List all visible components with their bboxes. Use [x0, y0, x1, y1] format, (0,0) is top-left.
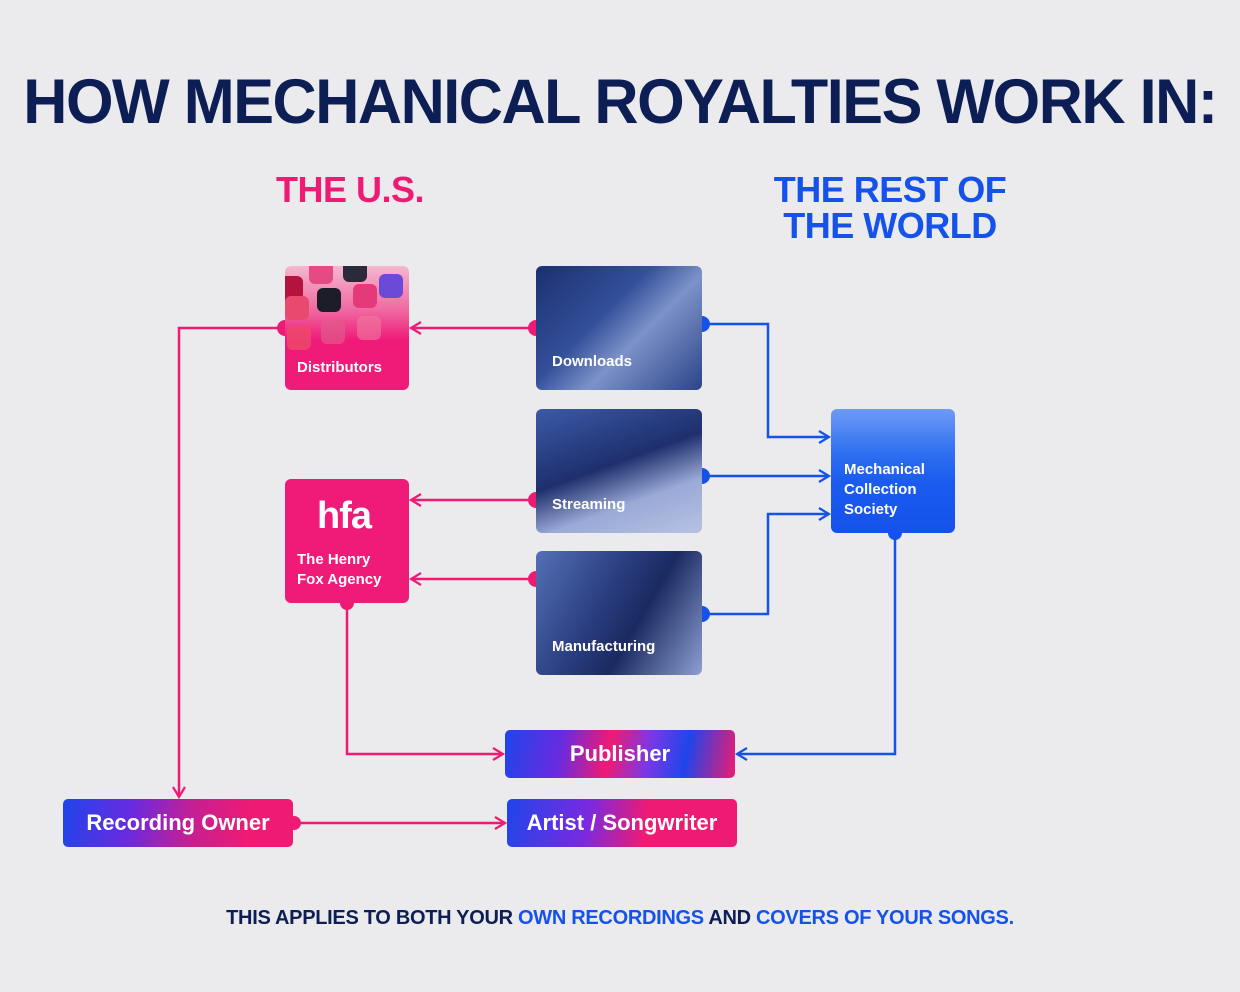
manufacturing-node: Manufacturing: [536, 551, 702, 675]
artist-songwriter-node: Artist / Songwriter: [507, 799, 737, 847]
youtube-icon: [287, 326, 311, 350]
mcs-label: Mechanical Collection Society: [844, 460, 925, 520]
streaming-label: Streaming: [552, 496, 626, 513]
hfa-to-publisher-line: [345, 603, 506, 761]
distributors-to-recording-owner-line: [172, 326, 285, 800]
app-tile-icon: [379, 274, 403, 298]
app-tile-icon: [285, 296, 309, 320]
tiktok-icon: [317, 288, 341, 312]
hfa-label-line-1: The Henry: [297, 551, 371, 568]
footer-note: THIS APPLIES TO BOTH YOUR OWN RECORDINGS…: [0, 907, 1240, 930]
manufacturing-label: Manufacturing: [552, 638, 656, 655]
mcs-label-line-3: Society: [844, 501, 898, 518]
page-title: HOW MECHANICAL ROYALTIES WORK IN:: [23, 67, 1218, 137]
manufacturing-to-mcs-line: [702, 507, 832, 616]
recording-owner-node: Recording Owner: [63, 799, 293, 847]
downloads-label: Downloads: [552, 353, 633, 370]
music-icon: [357, 316, 381, 340]
footer-text-2: AND: [703, 907, 757, 929]
app-tile-icon: [309, 266, 333, 284]
world-heading-line-2: THE WORLD: [783, 205, 997, 246]
hfa-label: The Henry Fox Agency: [297, 550, 381, 590]
app-tile-icon: [343, 266, 367, 282]
mcs-node: Mechanical Collection Society: [831, 409, 955, 533]
app-tile-icon: [285, 276, 303, 300]
hfa-logo: hfa: [317, 495, 372, 537]
downloads-node: Downloads: [536, 266, 702, 390]
footer-highlight-covers: COVERS OF YOUR SONGS.: [756, 907, 1014, 929]
streaming-node: Streaming: [536, 409, 702, 533]
us-column-heading: THE U.S.: [275, 169, 425, 210]
footer-text-1: THIS APPLIES TO BOTH YOUR: [226, 907, 519, 929]
world-heading-line-1: THE REST OF: [773, 169, 1007, 210]
mcs-label-line-1: Mechanical: [844, 461, 925, 478]
downloads-to-mcs-line: [702, 322, 832, 444]
instagram-icon: [353, 284, 377, 308]
mcs-to-publisher-line: [734, 533, 897, 761]
hfa-label-line-2: Fox Agency: [297, 571, 382, 588]
distributors-node: Distributors: [285, 266, 409, 390]
publisher-node: Publisher: [505, 730, 735, 778]
world-column-heading: THE REST OF THE WORLD: [760, 172, 1020, 244]
distributors-label: Distributors: [297, 359, 383, 376]
mcs-label-line-2: Collection: [844, 481, 917, 498]
spotify-icon: [321, 320, 345, 344]
footer-highlight-own-recordings: OWN RECORDINGS: [518, 907, 704, 929]
hfa-node: hfa The Henry Fox Agency: [285, 479, 409, 603]
